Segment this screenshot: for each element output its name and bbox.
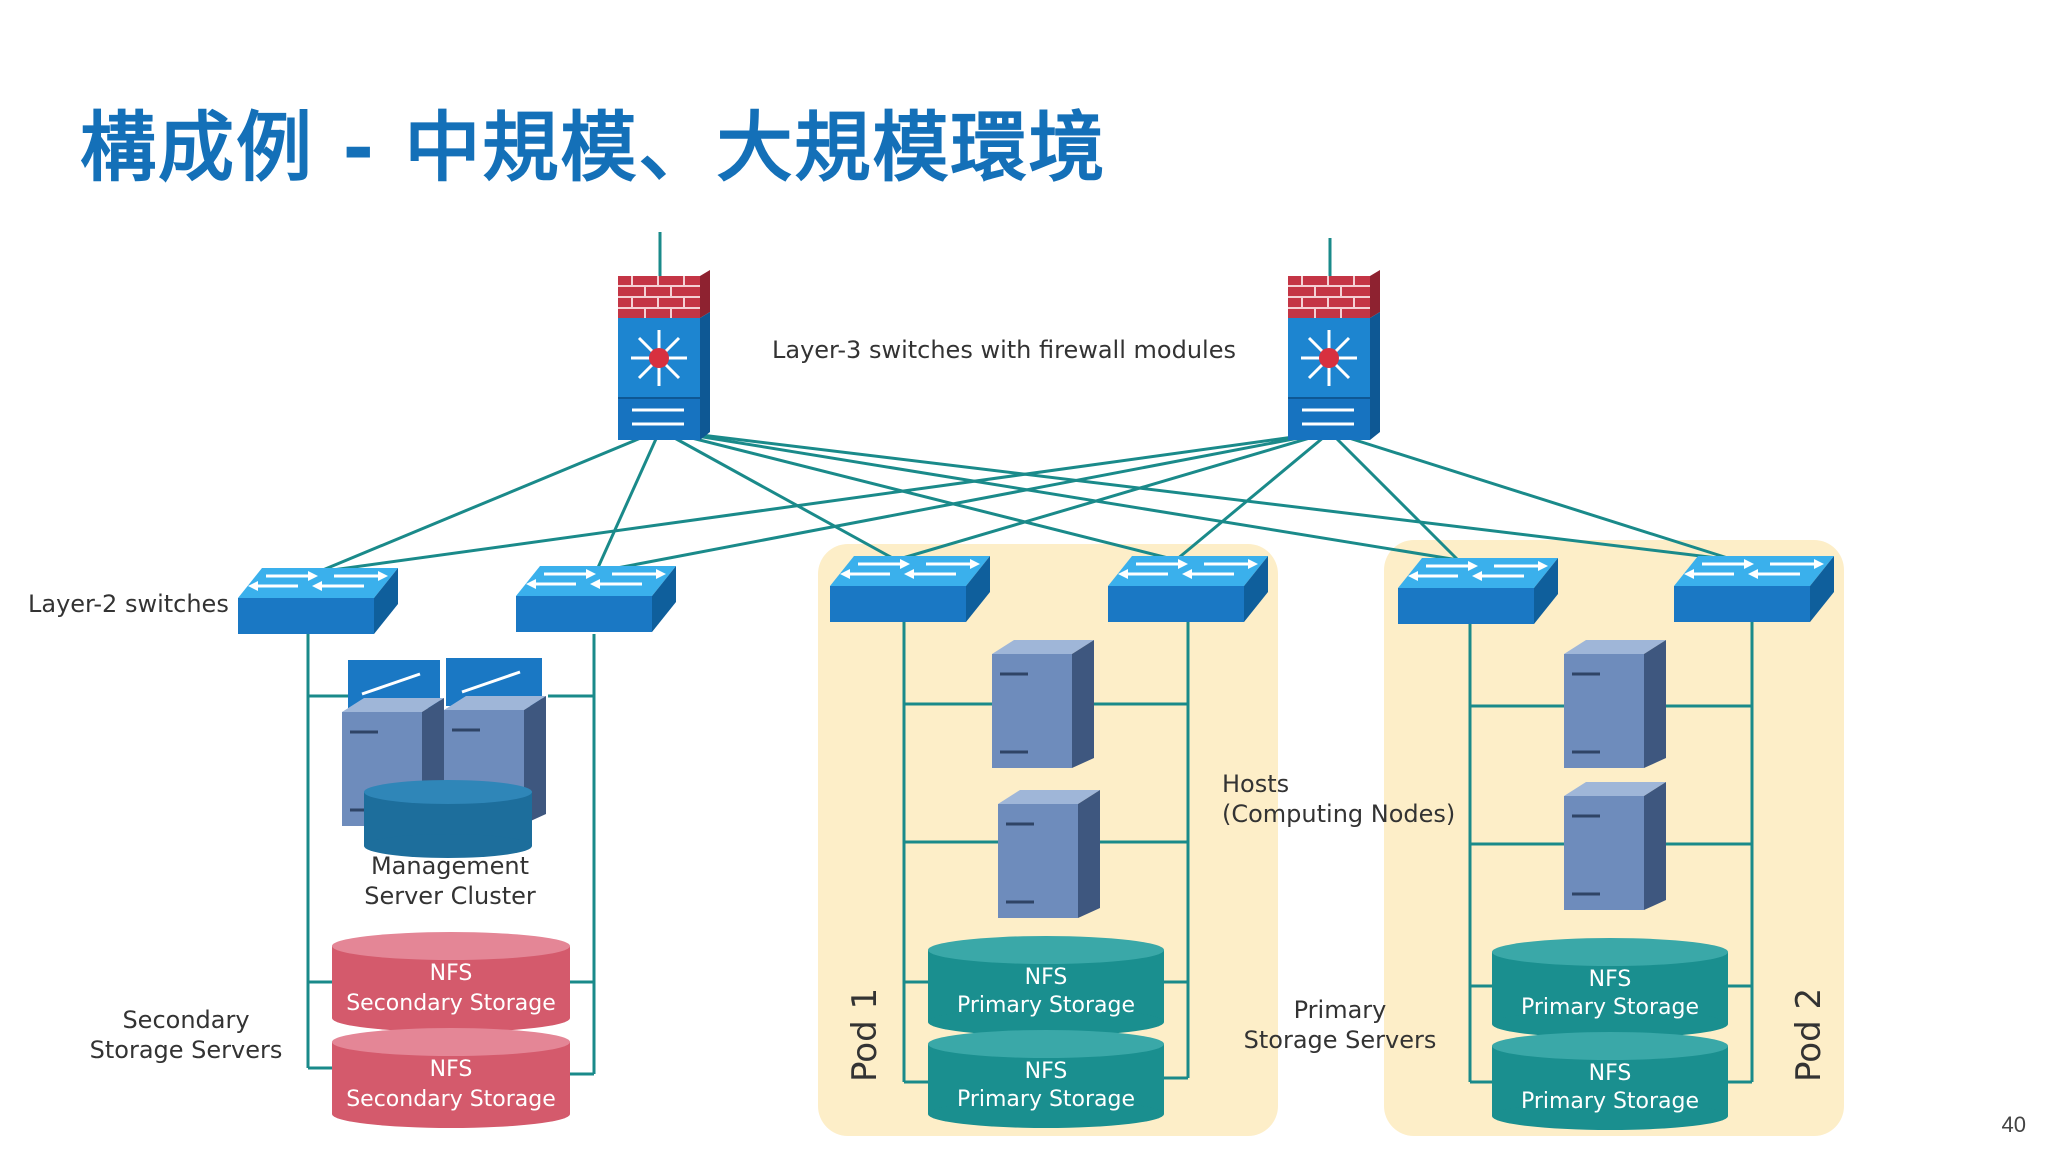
- host-server-pod1-2: [996, 788, 1102, 920]
- pod2-links: [1468, 622, 1754, 1084]
- layer2-label: Layer-2 switches: [28, 590, 229, 618]
- hosts-label-line2: (Computing Nodes): [1222, 800, 1455, 828]
- pod2-label: Pod 2: [1789, 988, 1829, 1082]
- secondary-storage-1: NFS Secondary Storage: [332, 932, 570, 1032]
- layer2-switch-1: [236, 566, 400, 636]
- page-number: 40: [2001, 1112, 2026, 1137]
- primary-storage-pod1-2: NFS Primary Storage: [928, 1030, 1164, 1128]
- layer2-switch-pod1-a: [828, 554, 992, 624]
- left-cluster-links: [306, 634, 596, 1076]
- primary-storage-pod1-1-type: NFS: [1025, 965, 1068, 990]
- secondary-storage-2-label: Secondary Storage: [346, 1087, 556, 1112]
- primary-storage-pod2-1: NFS Primary Storage: [1492, 938, 1728, 1038]
- host-server-pod1-1: [990, 638, 1096, 770]
- mgmt-label-line2: Server Cluster: [364, 882, 536, 910]
- host-server-pod2-1: [1562, 638, 1668, 770]
- layer2-switch-pod2-b: [1672, 554, 1836, 624]
- primary-storage-pod2-2-label: Primary Storage: [1521, 1089, 1699, 1114]
- primary-label-line1: Primary: [1294, 996, 1387, 1024]
- primary-storage-pod1-2-type: NFS: [1025, 1059, 1068, 1084]
- layer3-switch-2: [1286, 268, 1382, 442]
- layer2-switch-pod2-a: [1396, 556, 1560, 626]
- primary-label-line2: Storage Servers: [1244, 1026, 1437, 1054]
- primary-storage-pod2-1-type: NFS: [1589, 967, 1632, 992]
- primary-storage-pod2-1-label: Primary Storage: [1521, 995, 1699, 1020]
- mgmt-label-line1: Management: [371, 852, 529, 880]
- primary-storage-pod1-1: NFS Primary Storage: [928, 936, 1164, 1036]
- layer3-label: Layer-3 switches with firewall modules: [772, 336, 1236, 364]
- primary-storage-pod2-2-type: NFS: [1589, 1061, 1632, 1086]
- hosts-label-line1: Hosts: [1222, 770, 1289, 798]
- primary-storage-pod2-2: NFS Primary Storage: [1492, 1032, 1728, 1130]
- layer2-switch-pod1-b: [1106, 554, 1270, 624]
- layer3-switch-1: [616, 268, 712, 442]
- slide-title: 構成例 - 中規模、大規模環境: [80, 103, 1107, 192]
- secondary-label-line2: Storage Servers: [90, 1036, 283, 1064]
- secondary-label-line1: Secondary: [122, 1006, 249, 1034]
- uplinks: [658, 232, 1332, 292]
- core-links: [317, 428, 1735, 574]
- secondary-storage-1-label: Secondary Storage: [346, 991, 556, 1016]
- management-server-cluster: [340, 658, 548, 858]
- layer2-switch-2: [514, 564, 678, 634]
- host-server-pod2-2: [1562, 780, 1668, 912]
- pod1-links: [902, 622, 1190, 1084]
- secondary-storage-2: NFS Secondary Storage: [332, 1028, 570, 1128]
- primary-storage-pod1-1-label: Primary Storage: [957, 993, 1135, 1018]
- secondary-storage-2-type: NFS: [430, 1057, 473, 1082]
- secondary-storage-1-type: NFS: [430, 961, 473, 986]
- pod1-label: Pod 1: [845, 988, 885, 1082]
- primary-storage-pod1-2-label: Primary Storage: [957, 1087, 1135, 1112]
